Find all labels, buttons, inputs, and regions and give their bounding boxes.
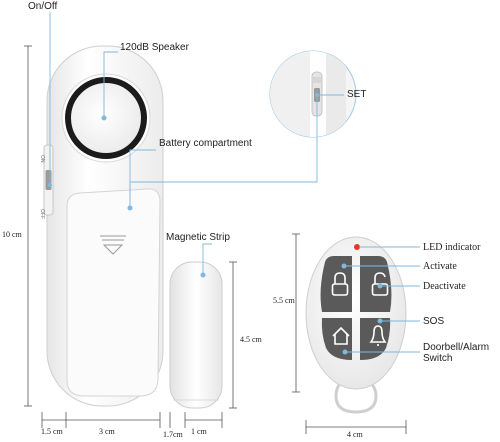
led-indicator-label: LED indicator [423, 242, 481, 253]
battery-compartment-label: Battery compartment [159, 138, 252, 149]
bell-icon [369, 325, 387, 346]
magnetic-strip-label: Magnetic Strip [166, 232, 230, 243]
magnetic-strip [169, 261, 223, 409]
doorbell-alarm-label: Doorbell/Alarm [423, 342, 490, 353]
sos-button[interactable] [360, 318, 391, 360]
width-remote-dimension: 4 cm [347, 430, 363, 439]
height-remote-dimension: 5.5 cm [273, 296, 295, 305]
lock-closed-icon [331, 272, 349, 296]
on-off-label: On/Off [28, 1, 58, 12]
speaker-label: 120dB Speaker [120, 42, 189, 53]
activate-button[interactable] [320, 256, 352, 312]
set-zoom [269, 50, 357, 138]
dimension-lines [24, 45, 407, 434]
grip-lines [100, 235, 126, 241]
alarm-unit: ON OFF [39, 45, 164, 407]
arrow-icon [102, 244, 124, 255]
height-strip-dimension: 4.5 cm [240, 335, 262, 344]
width-strip-dimension: 1 cm [191, 427, 207, 436]
sos-label: SOS [423, 316, 445, 327]
switch-off-text: OFF [39, 209, 45, 219]
depth-alarm-dimension: 1.5 cm [41, 427, 63, 436]
remote-control [305, 236, 407, 414]
doorbell-switch-label: Switch [423, 353, 453, 364]
deactivate-button[interactable] [360, 256, 392, 312]
height-alarm-dimension: 10 cm [2, 230, 22, 239]
doorbell-alarm-button[interactable] [321, 318, 352, 360]
switch-on-text: ON [39, 155, 45, 163]
set-label: SET [347, 89, 367, 100]
key-loop [334, 380, 378, 414]
callout-lines [49, 12, 420, 353]
led-indicator [354, 244, 360, 250]
battery-cover [66, 188, 161, 397]
depth-strip-dimension: 1.7cm [163, 430, 183, 439]
house-icon [332, 326, 350, 345]
width-alarm-dimension: 3 cm [99, 427, 115, 436]
activate-label: Activate [423, 261, 457, 272]
deactivate-label: Deactivate [423, 281, 466, 292]
